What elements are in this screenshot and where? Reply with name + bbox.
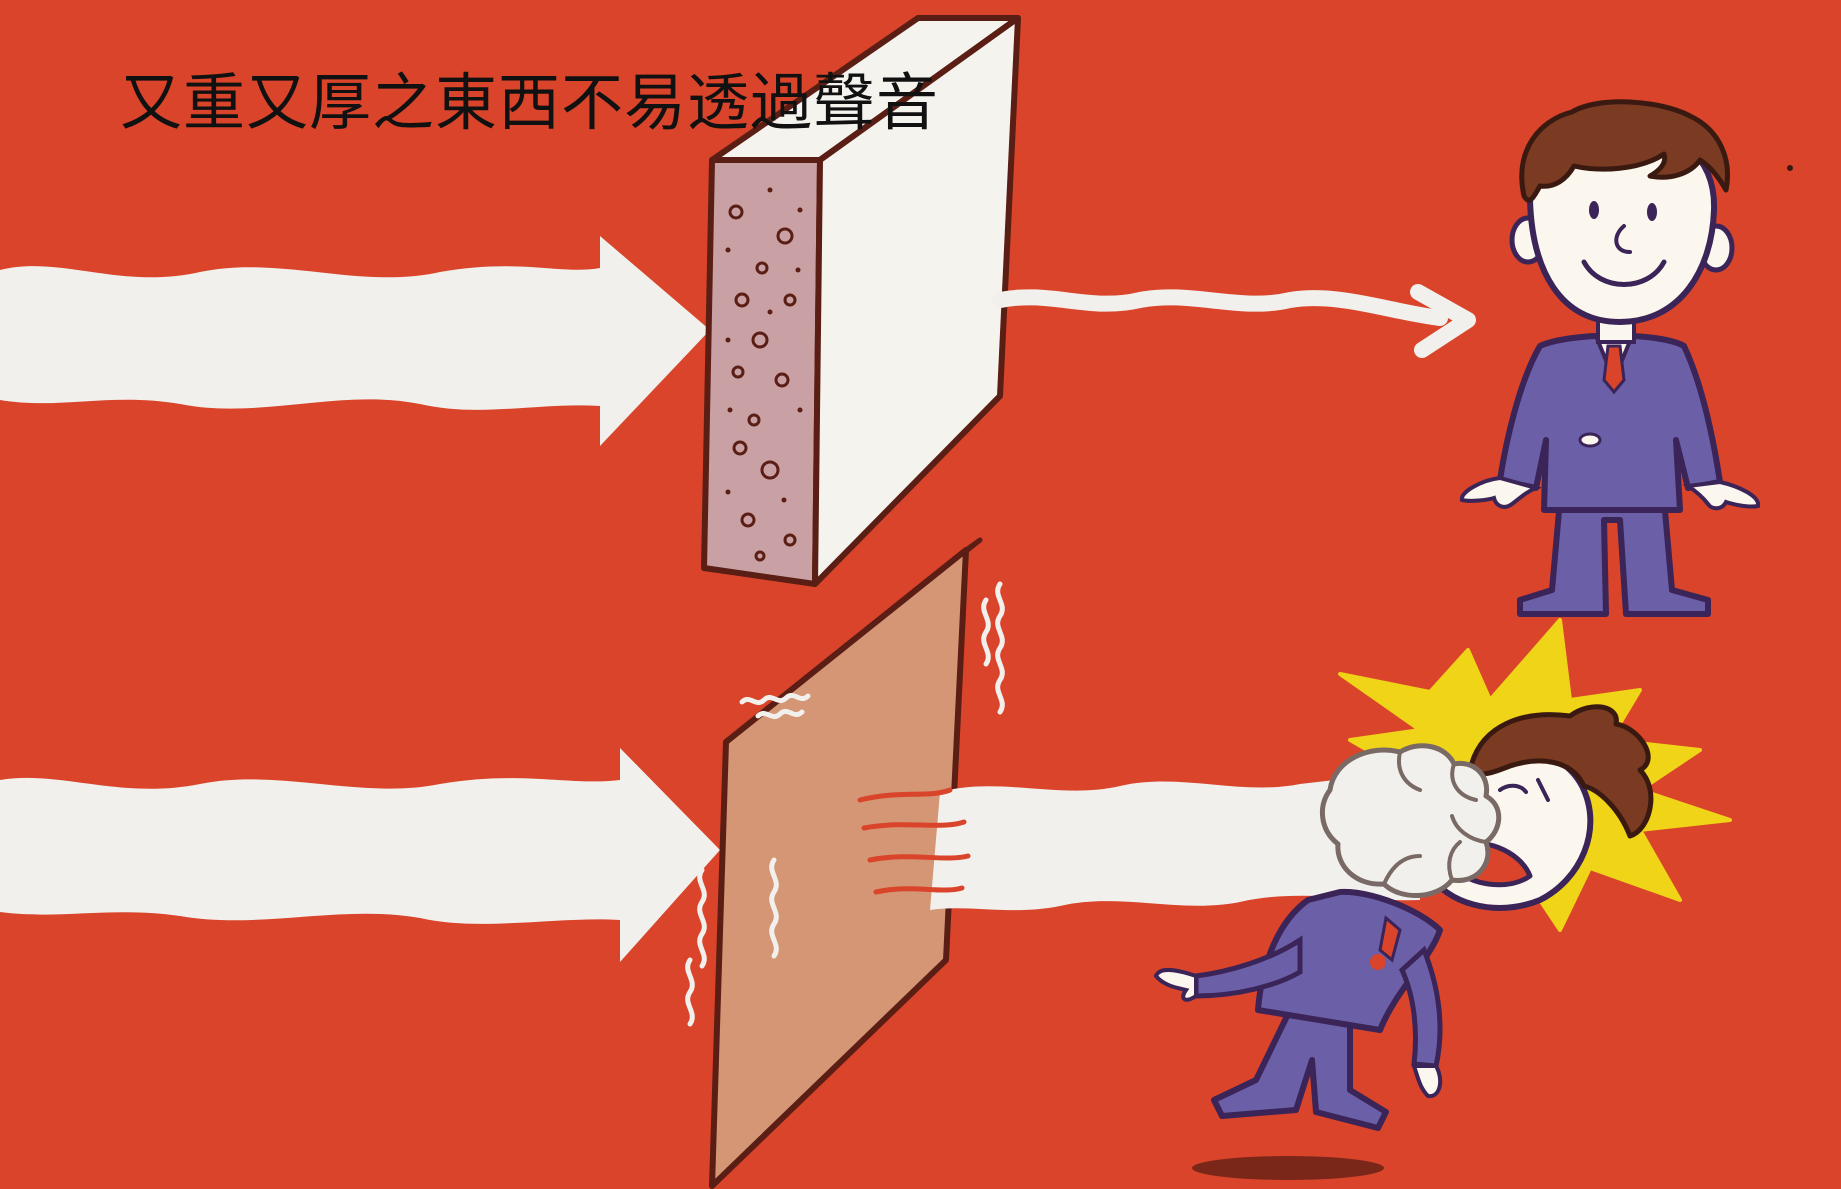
calm-man-hair [1519, 99, 1730, 203]
punched-man-legs [1211, 1007, 1389, 1131]
fist-fingers [1382, 750, 1488, 886]
sound-wave-top-arrowhead [1410, 284, 1476, 358]
motion-lines [857, 787, 971, 895]
sound-wave-bottom-incoming [0, 748, 720, 962]
sound-wave-bottom-outgoing [930, 770, 1420, 911]
vibration-marks [685, 581, 1005, 1027]
sound-wave-top-outgoing [992, 289, 1448, 326]
punched-man-hair [1467, 704, 1654, 839]
punched-man-shadow [1192, 1156, 1384, 1180]
calm-man-legs [1517, 497, 1711, 617]
thick-block-face [812, 15, 1021, 587]
thick-block-speckles [728, 204, 797, 562]
fist [1319, 743, 1502, 898]
caption-title: 又重又厚之東西不易透過聲音 [120, 66, 940, 139]
thin-panel [709, 547, 969, 1189]
sound-wave-top-incoming [0, 236, 710, 446]
thick-block-side [701, 157, 823, 587]
thick-block-dots [725, 187, 803, 503]
calm-man [1460, 99, 1760, 617]
